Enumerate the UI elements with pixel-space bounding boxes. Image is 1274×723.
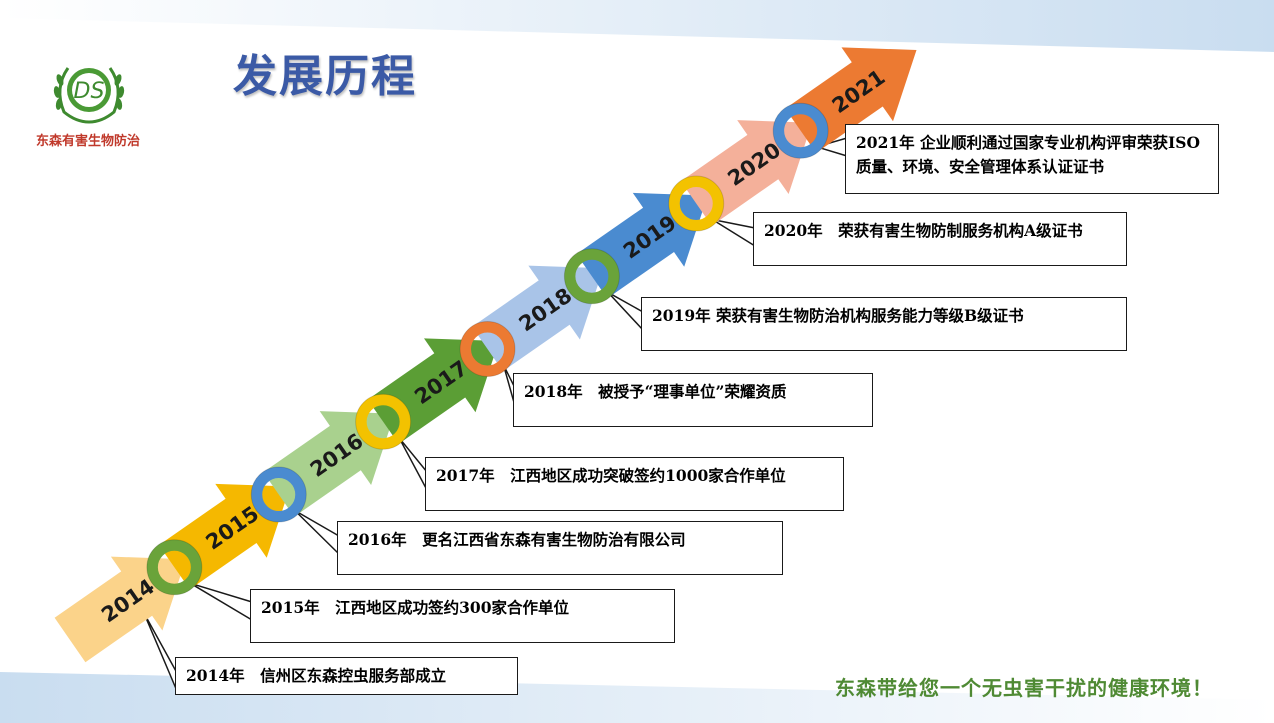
milestone-ring-2021 bbox=[773, 103, 829, 159]
event-box-2020: 2020年 荣获有害生物防制服务机构A级证书 bbox=[753, 212, 1127, 266]
event-box-2017: 2017年 江西地区成功突破签约1000家合作单位 bbox=[425, 457, 844, 511]
callout-pointer-2015 bbox=[189, 582, 253, 621]
callout-pointer-2017 bbox=[398, 437, 428, 491]
callout-pointer-2020 bbox=[711, 218, 756, 247]
event-box-2021: 2021年 企业顺利通过国家专业机构评审荣获ISO质量、环境、安全管理体系认证证… bbox=[845, 124, 1219, 194]
milestone-ring-2020 bbox=[668, 176, 724, 231]
event-box-2014: 2014年 信州区东森控虫服务部成立 bbox=[175, 657, 518, 695]
callout-pointer-2016 bbox=[294, 509, 340, 555]
page-title: 发展历程 bbox=[233, 51, 417, 102]
milestone-ring-2015 bbox=[146, 539, 202, 595]
milestone-ring-2017 bbox=[355, 394, 411, 450]
event-box-2015: 2015年 江西地区成功签约300家合作单位 bbox=[250, 589, 675, 643]
milestone-ring-2019 bbox=[564, 248, 620, 304]
callout-pointer-2019 bbox=[607, 291, 644, 331]
top-band bbox=[0, 0, 1274, 52]
event-box-2019: 2019年 荣获有害生物防治机构服务能力等级B级证书 bbox=[641, 297, 1127, 351]
milestone-ring-2018 bbox=[460, 321, 515, 377]
event-box-2016: 2016年 更名江西省东森有害生物防治有限公司 bbox=[337, 521, 783, 575]
slogan: 东森带给您一个无虫害干扰的健康环境！ bbox=[835, 676, 1213, 700]
svg-text:DS: DS bbox=[74, 79, 105, 104]
logo-name: 东森有害生物防治 bbox=[35, 134, 140, 149]
milestone-ring-2016 bbox=[251, 467, 307, 522]
event-box-2018: 2018年 被授予“理事单位”荣耀资质 bbox=[513, 373, 873, 427]
ds-monogram-laurel-icon: DS bbox=[53, 67, 125, 124]
